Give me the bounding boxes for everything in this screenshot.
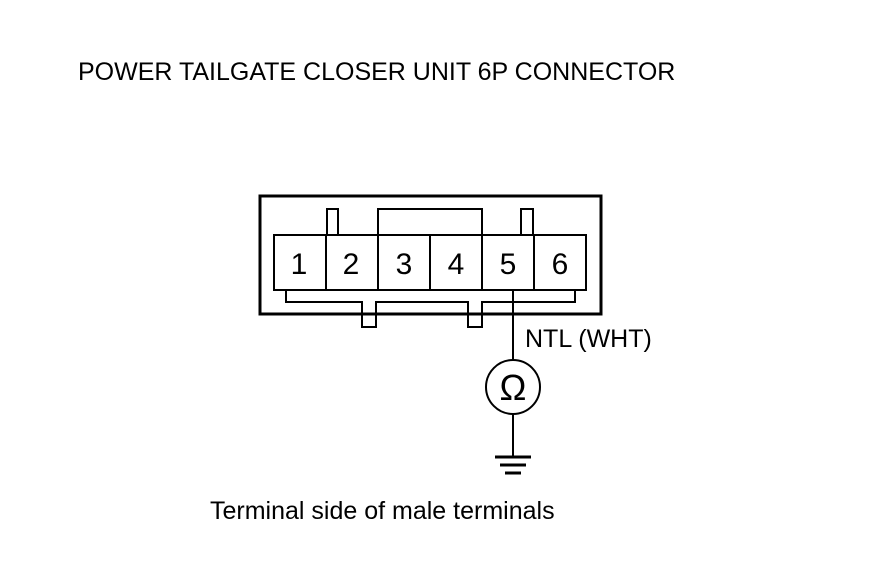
ohm-symbol: Ω — [500, 367, 527, 408]
connector-lock-center — [377, 208, 483, 235]
connector-housing — [258, 194, 603, 316]
pin-label-6: 6 — [552, 248, 569, 281]
pin-label-2: 2 — [343, 248, 360, 281]
diagram-caption: Terminal side of male terminals — [210, 497, 555, 525]
connector-tab-left — [326, 208, 339, 235]
pin-label-4: 4 — [448, 248, 465, 281]
pin-dividers — [286, 235, 575, 291]
terminal-cavity — [273, 234, 587, 328]
pin-label-1: 1 — [291, 248, 308, 281]
ohmmeter-icon: Ω — [485, 359, 541, 415]
ground-icon — [495, 455, 531, 475]
wire-label: NTL (WHT) — [525, 325, 652, 353]
diagram-title: POWER TAILGATE CLOSER UNIT 6P CONNECTOR — [78, 58, 676, 86]
pin-label-5: 5 — [500, 248, 517, 281]
pin-label-3: 3 — [396, 248, 413, 281]
connector-tab-right — [520, 208, 534, 235]
